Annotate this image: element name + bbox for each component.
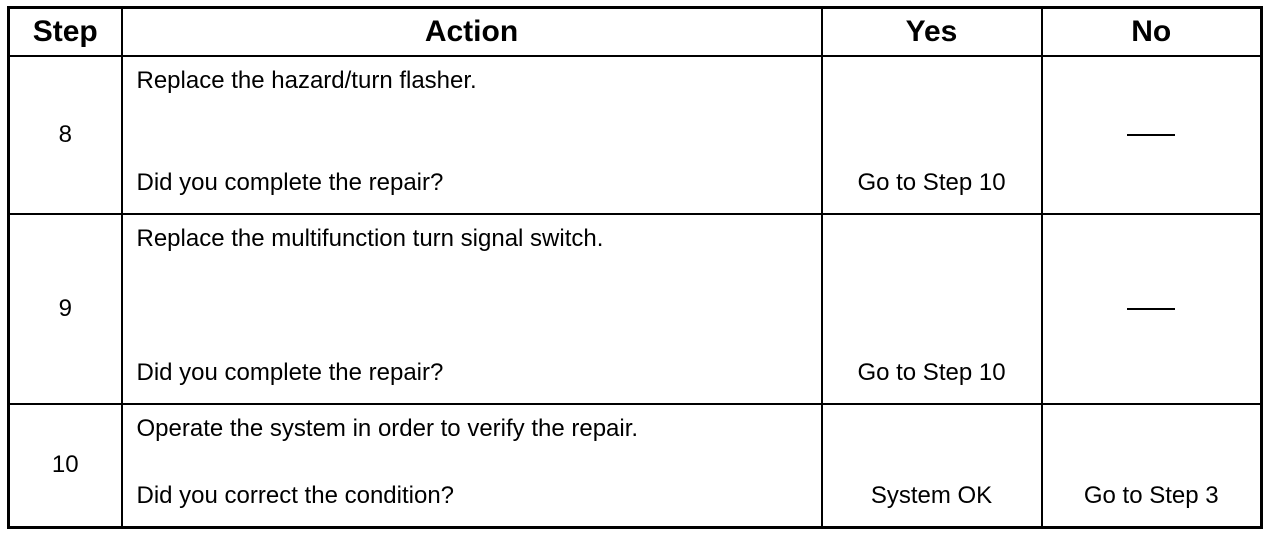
action-cell: Replace the hazard/turn flasher. Did you…	[120, 54, 823, 215]
action-instruction: Operate the system in order to verify th…	[136, 414, 639, 442]
action-cell: Operate the system in order to verify th…	[120, 402, 823, 529]
yes-result: System OK	[870, 482, 993, 509]
action-instruction: Replace the multifunction turn signal sw…	[136, 224, 604, 252]
table-header-row: Step Action Yes No	[7, 6, 1263, 57]
action-cell: Replace the multifunction turn signal sw…	[120, 212, 823, 405]
yes-result-cell: System OK	[820, 402, 1043, 529]
column-header-step: Step	[7, 6, 123, 57]
no-result-dash	[1127, 307, 1176, 310]
yes-result-cell: Go to Step 10	[820, 54, 1043, 215]
step-number-cell: 8	[7, 54, 123, 215]
action-question: Did you complete the repair?	[136, 168, 444, 196]
table-row-step-9: 9 Replace the multifunction turn signal …	[7, 212, 1263, 405]
yes-result-cell: Go to Step 10	[820, 212, 1043, 405]
yes-result: Go to Step 10	[857, 168, 1006, 196]
no-result: Go to Step 3	[1083, 482, 1219, 509]
step-number-cell: 10	[7, 402, 123, 529]
no-result-cell	[1040, 54, 1263, 215]
action-question: Did you correct the condition?	[136, 482, 455, 509]
action-instruction: Replace the hazard/turn flasher.	[136, 66, 477, 94]
yes-result: Go to Step 10	[857, 358, 1006, 386]
no-result-dash	[1127, 133, 1176, 136]
column-header-action: Action	[120, 6, 823, 57]
column-header-yes: Yes	[820, 6, 1043, 57]
diagnostic-table: Step Action Yes No 8 Replace the hazard/…	[7, 6, 1263, 529]
step-number-cell: 9	[7, 212, 123, 405]
table-row-step-8: 8 Replace the hazard/turn flasher. Did y…	[7, 54, 1263, 215]
action-question: Did you complete the repair?	[136, 358, 444, 386]
table-row-step-10: 10 Operate the system in order to verify…	[7, 402, 1263, 529]
column-header-no: No	[1040, 6, 1263, 57]
no-result-cell	[1040, 212, 1263, 405]
no-result-cell: Go to Step 3	[1040, 402, 1263, 529]
diagnostic-table-container: Step Action Yes No 8 Replace the hazard/…	[7, 6, 1263, 529]
